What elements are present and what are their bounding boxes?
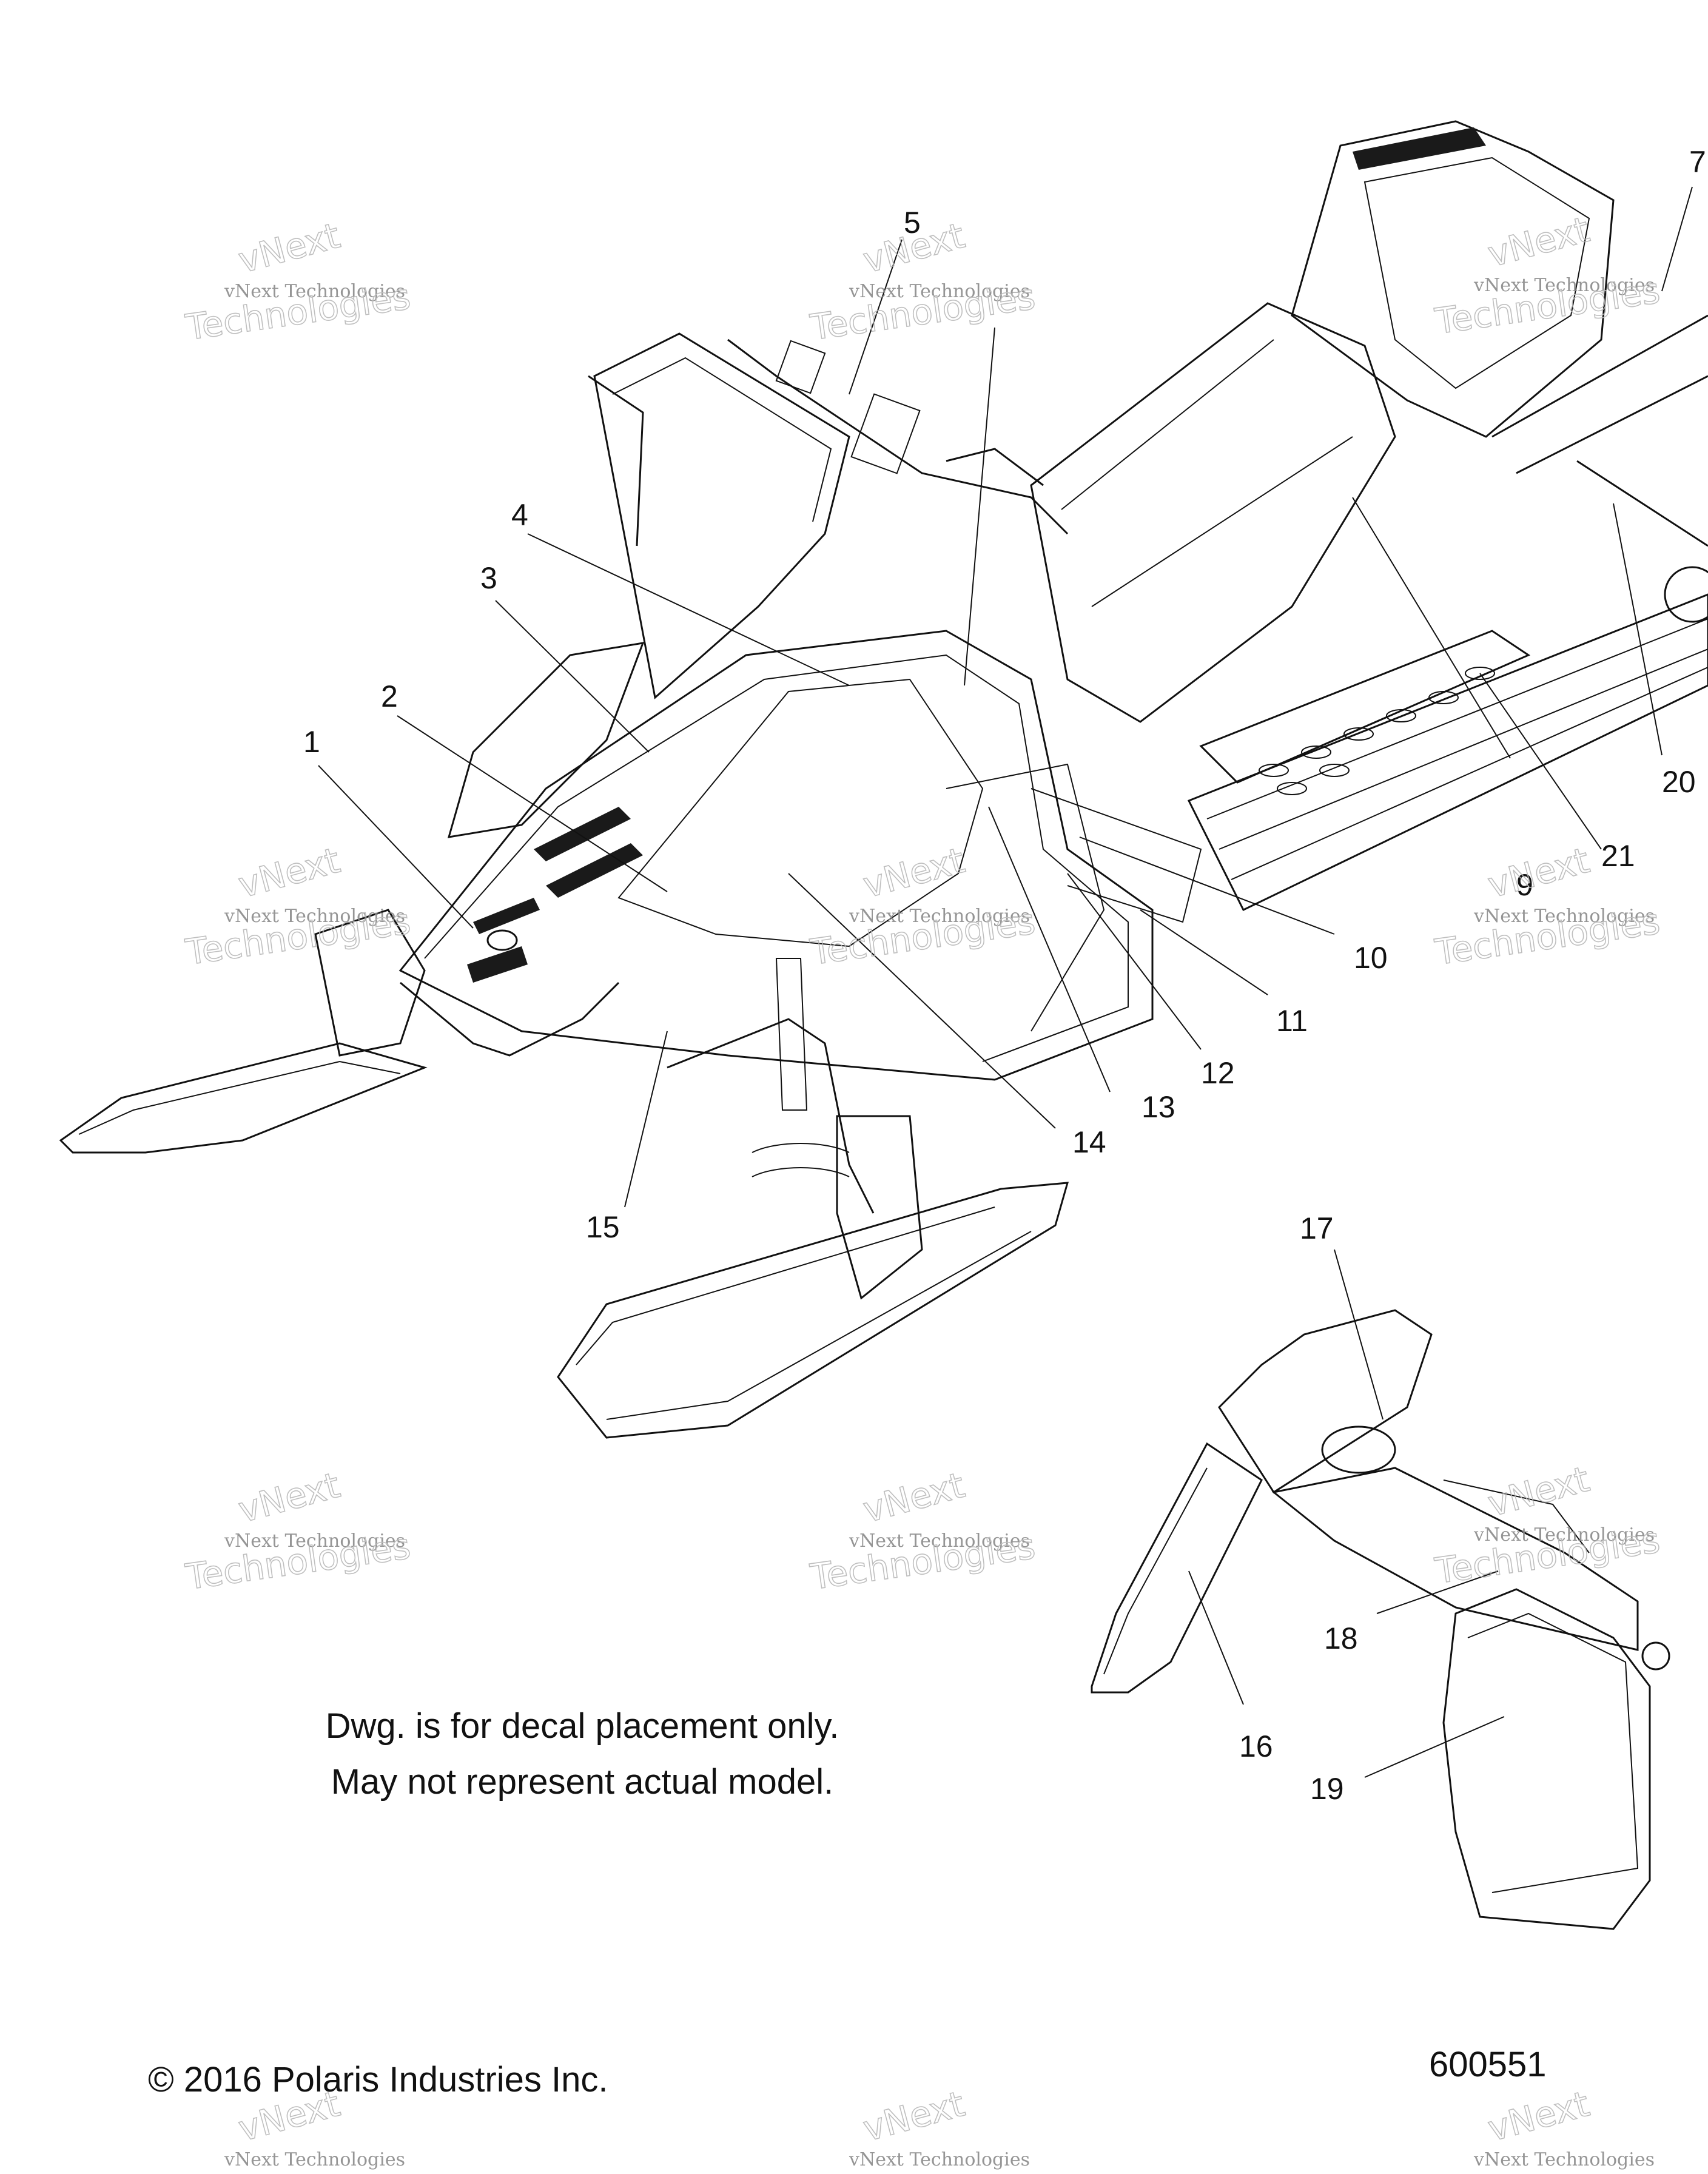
callout-labels: 1 2 3 4 5 7 9 10 11 12 13 14 15 16 17 18… <box>303 145 1706 1806</box>
callout-7: 7 <box>1689 145 1706 179</box>
callout-1: 1 <box>303 725 320 759</box>
svg-text:vNext Technologies: vNext Technologies <box>849 1530 1030 1552</box>
svg-text:vNext: vNext <box>1484 1458 1593 1525</box>
svg-text:vNext: vNext <box>1484 840 1593 906</box>
svg-text:vNext: vNext <box>859 2083 969 2150</box>
svg-text:vNext Technologies: vNext Technologies <box>849 906 1030 927</box>
callout-16: 16 <box>1239 1729 1273 1763</box>
watermark: vNext vNext Technologies Technologies <box>183 839 414 974</box>
svg-text:vNext Technologies: vNext Technologies <box>224 1530 405 1552</box>
svg-text:vNext Technologies: vNext Technologies <box>849 281 1030 302</box>
svg-text:vNext: vNext <box>234 215 344 281</box>
callout-15: 15 <box>586 1210 620 1244</box>
watermark: vNext vNext Technologies <box>849 2082 1030 2170</box>
callout-2: 2 <box>381 679 398 713</box>
watermark: vNext vNext Technologies Technologies <box>807 214 1038 349</box>
watermark: vNext vNext Technologies Technologies <box>183 1464 414 1598</box>
watermark: vNext vNext Technologies Technologies <box>807 1464 1038 1598</box>
snowmobile-drawing <box>59 120 1708 1439</box>
svg-text:vNext: vNext <box>1484 209 1593 275</box>
svg-text:vNext Technologies: vNext Technologies <box>1473 2149 1655 2170</box>
svg-text:vNext Technologies: vNext Technologies <box>224 2149 405 2170</box>
callout-13: 13 <box>1141 1090 1175 1124</box>
svg-text:vNext Technologies: vNext Technologies <box>849 2149 1030 2170</box>
side-panel-parts-drawing <box>1091 1309 1670 1930</box>
placement-note-line-2: May not represent actual model. <box>331 1762 834 1802</box>
copyright-notice: © 2016 Polaris Industries Inc. <box>148 2060 608 2099</box>
watermark: vNext vNext Technologies Technologies <box>807 839 1038 974</box>
leader-lines <box>318 186 1693 1778</box>
placement-note-line-1: Dwg. is for decal placement only. <box>325 1706 839 1746</box>
svg-text:vNext Technologies: vNext Technologies <box>1473 906 1655 927</box>
svg-text:vNext: vNext <box>1484 2083 1593 2150</box>
callout-4: 4 <box>511 498 528 532</box>
callout-3: 3 <box>480 561 497 595</box>
svg-text:vNext: vNext <box>234 840 344 906</box>
svg-text:vNext Technologies: vNext Technologies <box>1473 275 1655 296</box>
callout-14: 14 <box>1072 1125 1106 1159</box>
svg-text:vNext: vNext <box>234 1464 344 1531</box>
svg-text:vNext Technologies: vNext Technologies <box>224 906 405 927</box>
watermark: vNext vNext Technologies Technologies <box>1432 1458 1663 1592</box>
callout-10: 10 <box>1354 941 1388 975</box>
callout-18: 18 <box>1324 1621 1358 1655</box>
watermark: vNext vNext Technologies Technologies <box>183 214 414 349</box>
callout-20: 20 <box>1662 765 1696 799</box>
watermark: vNext vNext Technologies <box>1473 2082 1655 2170</box>
callout-17: 17 <box>1300 1211 1334 1245</box>
svg-text:vNext Technologies: vNext Technologies <box>1473 1524 1655 1546</box>
callout-5: 5 <box>904 206 921 240</box>
svg-text:vNext Technologies: vNext Technologies <box>224 281 405 302</box>
figure-number: 600551 <box>1429 2045 1547 2084</box>
watermark: vNext vNext Technologies Technologies <box>1432 208 1663 343</box>
callout-12: 12 <box>1201 1056 1235 1090</box>
svg-text:vNext: vNext <box>859 840 969 906</box>
callout-9: 9 <box>1516 868 1533 902</box>
callout-21: 21 <box>1601 839 1635 873</box>
callout-11: 11 <box>1276 1004 1308 1038</box>
watermarks: vNext vNext Technologies Technologies vN… <box>183 208 1663 2170</box>
callout-19: 19 <box>1310 1772 1344 1806</box>
svg-text:vNext: vNext <box>859 1464 969 1531</box>
